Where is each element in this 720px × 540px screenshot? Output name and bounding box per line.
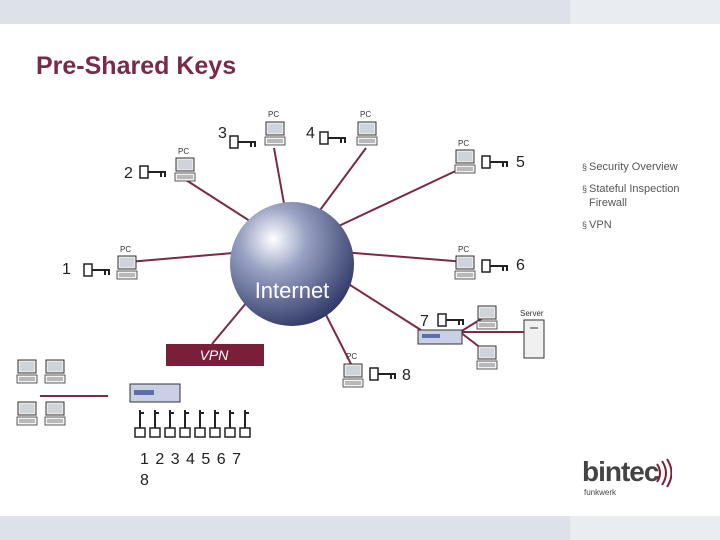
key-icon <box>319 131 347 145</box>
brand-logo: bintec <box>582 456 659 487</box>
server-label: Server <box>520 309 544 318</box>
server-lan-pc <box>476 345 498 370</box>
server-tower <box>523 319 545 359</box>
router-7 <box>417 329 463 345</box>
pc-label: PC <box>346 352 357 361</box>
key-number-8: 8 <box>402 367 411 384</box>
key-icon <box>83 263 111 277</box>
pc-node-2 <box>174 157 196 182</box>
lan-pc <box>16 401 38 426</box>
key-icon <box>134 409 146 438</box>
key-icon <box>179 409 191 438</box>
key-icon <box>149 409 161 438</box>
vpn-label: VPN <box>200 347 230 363</box>
bullet-vpn: VPN <box>582 218 712 232</box>
slide-title: Pre-Shared Keys <box>36 52 237 80</box>
pc-label: PC <box>360 110 371 119</box>
pc-node-4 <box>356 121 378 146</box>
key-icon <box>139 165 167 179</box>
vpn-gateway <box>129 383 181 403</box>
key-icon <box>239 409 251 438</box>
internet-globe <box>230 202 354 326</box>
pc-label: PC <box>120 245 131 254</box>
key-icon <box>194 409 206 438</box>
key-number-2: 2 <box>124 165 133 182</box>
bullet-list: Security Overview Stateful Inspection Fi… <box>582 160 712 240</box>
internet-label: Internet <box>255 278 330 303</box>
key-number-5: 5 <box>516 154 525 171</box>
pc-label: PC <box>458 139 469 148</box>
key-icon <box>224 409 236 438</box>
key-row-numbers-second: 8 <box>140 472 149 489</box>
pc-label: PC <box>458 245 469 254</box>
brand-subtitle: funkwerk <box>584 488 617 497</box>
bottom-bar <box>0 516 720 540</box>
pc-node-5 <box>454 149 476 174</box>
key-row <box>134 409 251 438</box>
key-icon <box>437 313 465 327</box>
key-number-1: 1 <box>62 261 71 278</box>
pc-label: PC <box>178 147 189 156</box>
key-icon <box>481 259 509 273</box>
key-number-4: 4 <box>306 125 315 142</box>
key-row-numbers: 1 2 3 4 5 6 7 <box>140 451 242 468</box>
bullet-security-overview: Security Overview <box>582 160 712 174</box>
key-icon <box>164 409 176 438</box>
key-number-3: 3 <box>218 125 227 142</box>
server-lan-pc <box>476 305 498 330</box>
lan-pc <box>44 401 66 426</box>
pc-node-1 <box>116 255 138 280</box>
pc-node-8 <box>342 363 364 388</box>
pc-node-3 <box>264 121 286 146</box>
key-icon <box>209 409 221 438</box>
lan-pc <box>44 359 66 384</box>
key-number-7: 7 <box>420 313 429 330</box>
bullet-stateful-firewall: Stateful Inspection Firewall <box>582 182 712 210</box>
signal-icon <box>656 458 672 488</box>
key-number-6: 6 <box>516 257 525 274</box>
pc-label: PC <box>268 110 279 119</box>
key-icon <box>369 367 397 381</box>
vpn-label-box <box>166 344 264 366</box>
key-icon <box>481 155 509 169</box>
top-bar <box>0 0 720 24</box>
lan-pc <box>16 359 38 384</box>
pc-node-6 <box>454 255 476 280</box>
key-icon <box>229 135 257 149</box>
